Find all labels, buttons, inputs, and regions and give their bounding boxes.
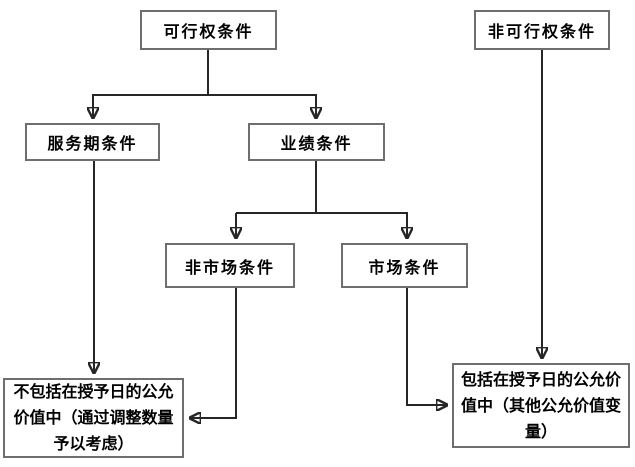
node-excluded-from-grant-date-fair-value: 不包括在授予日的公允价值中（通过调整数量予以考虑） — [3, 378, 184, 458]
node-vesting-conditions-label: 可行权条件 — [163, 22, 254, 41]
node-service-period-condition: 服务期条件 — [25, 123, 160, 161]
node-non-market-condition: 非市场条件 — [165, 243, 295, 288]
node-non-vesting-conditions-label: 非可行权条件 — [487, 22, 596, 41]
node-non-vesting-conditions: 非可行权条件 — [474, 10, 610, 50]
edge-non-market-to-excluded — [190, 288, 237, 418]
node-vesting-conditions: 可行权条件 — [140, 10, 277, 50]
node-performance-condition: 业绩条件 — [248, 123, 385, 161]
node-included-in-grant-date-fair-value-label: 包括在授予日的公允价值中（其他公允价值变量） — [460, 369, 621, 441]
node-service-period-condition-label: 服务期条件 — [47, 134, 138, 153]
edge-market-to-included — [406, 288, 447, 405]
node-market-condition: 市场条件 — [341, 243, 468, 288]
node-non-market-condition-label: 非市场条件 — [184, 257, 275, 277]
node-performance-condition-label: 业绩条件 — [280, 134, 353, 153]
node-market-condition-label: 市场条件 — [368, 257, 441, 277]
node-excluded-from-grant-date-fair-value-label: 不包括在授予日的公允价值中（通过调整数量予以考虑） — [13, 382, 174, 453]
node-included-in-grant-date-fair-value: 包括在授予日的公允价值中（其他公允价值变量） — [452, 363, 630, 448]
